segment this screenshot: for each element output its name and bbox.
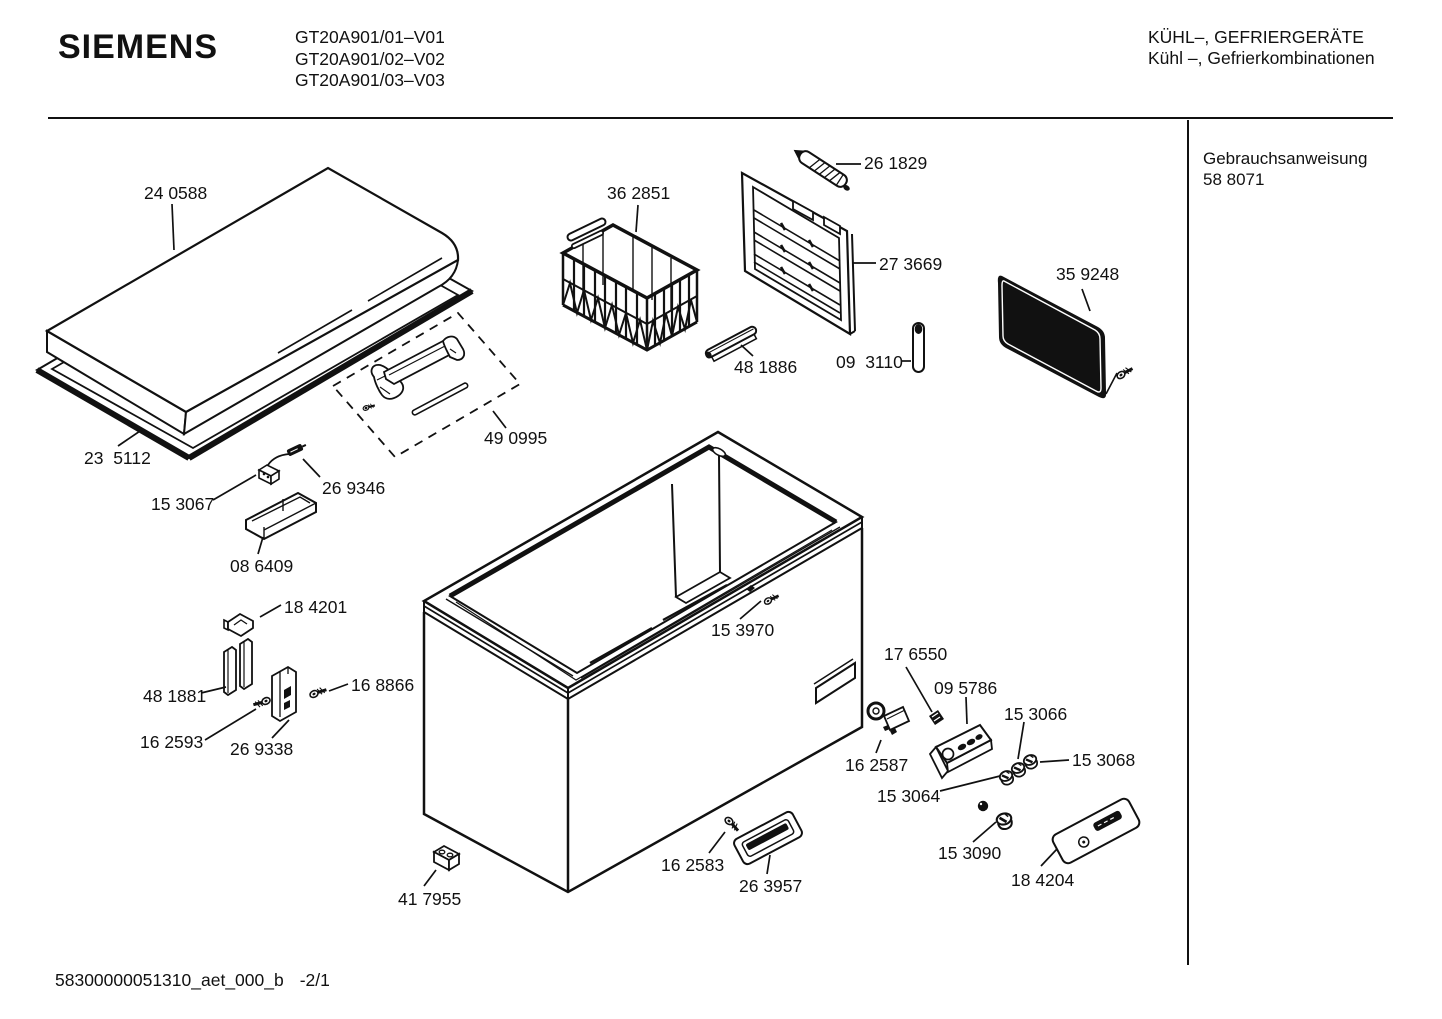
part-label-18-4204: 18 4204	[1011, 870, 1075, 890]
category-line-1: KÜHL–, GEFRIERGERÄTE	[1148, 27, 1364, 47]
part-label-15-3066: 15 3066	[1004, 704, 1068, 724]
thermostat-drawing	[866, 701, 911, 735]
chip-drawing	[929, 710, 944, 725]
part-label-41-7955: 41 7955	[398, 889, 462, 909]
manual-number: 58 8071	[1203, 170, 1265, 189]
model-line-3: GT20A901/03–V03	[295, 70, 445, 90]
lamp-cover-parts	[977, 800, 1016, 833]
part-label-18-4201: 18 4201	[284, 597, 348, 617]
part-label-35-9248: 35 9248	[1056, 264, 1120, 284]
part-label-48-1886: 48 1886	[734, 357, 798, 377]
part-label-26-1829: 26 1829	[864, 153, 928, 173]
part-label-09-3110: 09 3110	[836, 352, 903, 372]
foot-drawing	[432, 844, 461, 872]
part-label-09-5786: 09 5786	[934, 678, 998, 698]
part-label-49-0995: 49 0995	[484, 428, 548, 448]
siemens-logo: SIEMENS	[58, 28, 219, 66]
chest-body-drawing	[421, 430, 865, 894]
part-label-15-3064: 15 3064	[877, 786, 941, 806]
part-label-23-5112: 23 5112	[84, 448, 151, 468]
model-line-2: GT20A901/02–V02	[295, 48, 445, 69]
rim-plug-parts	[746, 585, 781, 608]
basket-drawing	[559, 217, 701, 352]
category-heading: KÜHL–, GEFRIERGERÄTE Kühl –, Gefrierkomb…	[1148, 27, 1375, 68]
hinge-plates-drawing	[223, 637, 253, 697]
part-label-36-2851: 36 2851	[607, 183, 671, 203]
hinge-block-drawing	[271, 665, 297, 723]
part-label-15-3067: 15 3067	[151, 494, 215, 514]
part-label-26-9346: 26 9346	[322, 478, 386, 498]
part-label-16-2587: 16 2587	[845, 755, 909, 775]
bracket-tray-drawing	[245, 491, 317, 541]
part-label-15-3068: 15 3068	[1072, 750, 1136, 770]
thermometer-drawing	[912, 322, 925, 373]
manual-title: Gebrauchsanweisung	[1203, 149, 1368, 168]
handle-rod	[411, 382, 469, 416]
lamp-drawing	[793, 149, 850, 191]
manual-reference: Gebrauchsanweisung 58 8071	[1203, 148, 1367, 190]
partition-drawing	[740, 171, 856, 336]
model-list: GT20A901/01–V01 GT20A901/02–V02 GT20A901…	[295, 27, 445, 92]
header-rule	[48, 117, 1393, 119]
page-number: -2/1	[299, 970, 330, 990]
part-label-27-3669: 27 3669	[879, 254, 943, 274]
part-label-17-6550: 17 6550	[884, 644, 948, 664]
vent-grille-drawing	[733, 810, 803, 866]
category-line-2: Kühl –, Gefrierkombinationen	[1148, 47, 1375, 68]
model-line-1: GT20A901/01–V01	[295, 27, 445, 47]
leader-lines	[117, 163, 1091, 887]
doc-id: 58300000051310_aet_000_b	[55, 970, 284, 990]
rating-plate-drawing	[1051, 797, 1141, 865]
hinge-bar-drawing	[704, 325, 758, 363]
lid-drawing	[44, 166, 460, 436]
part-label-08-6409: 08 6409	[230, 556, 294, 576]
panel-drawing	[997, 275, 1136, 399]
part-label-15-3090: 15 3090	[938, 843, 1002, 863]
part-label-24-0588: 24 0588	[144, 183, 208, 203]
part-label-15-3970: 15 3970	[711, 620, 775, 640]
handle-kit-drawing	[331, 311, 522, 459]
part-label-16-2583: 16 2583	[661, 855, 725, 875]
sensor-plug-drawing	[257, 444, 307, 486]
clip-drawing	[223, 612, 254, 638]
control-panel-drawing	[928, 723, 993, 780]
handle-grip	[370, 335, 466, 400]
part-label-48-1881: 48 1881	[143, 686, 207, 706]
part-label-26-3957: 26 3957	[739, 876, 803, 896]
part-label-16-8866: 16 8866	[351, 675, 415, 695]
part-label-16-2593: 16 2593	[140, 732, 204, 752]
footer-document-id: 58300000051310_aet_000_b -2/1	[55, 970, 330, 991]
part-label-26-9338: 26 9338	[230, 739, 294, 759]
side-divider-rule	[1187, 120, 1189, 965]
